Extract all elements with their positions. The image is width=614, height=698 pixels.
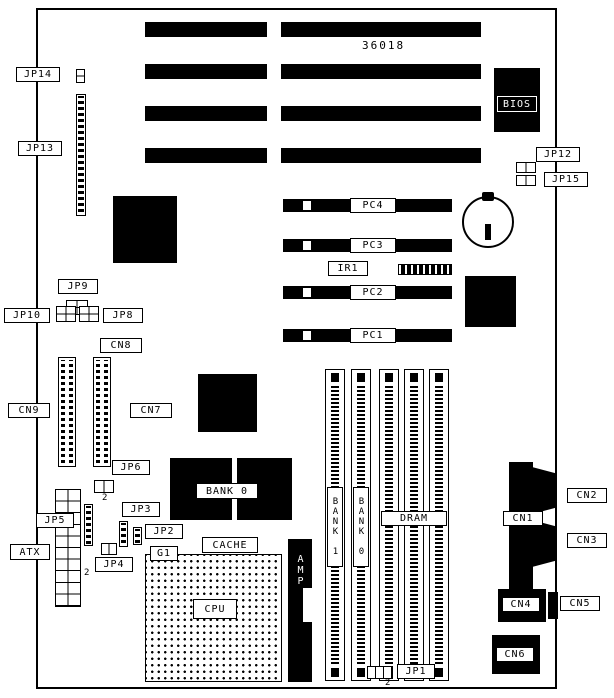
jp10-label: JP10 (4, 308, 50, 323)
cn2-label: CN2 (567, 488, 607, 503)
jp12-jumper (516, 162, 536, 173)
pci-slot-key (303, 201, 311, 210)
pc4-label: PC4 (350, 198, 396, 213)
bios-label: BIOS (497, 96, 537, 112)
atx-pin2-marker: 2 (84, 568, 90, 578)
atx-power-connector (55, 489, 81, 607)
jp1-label: JP1 (397, 664, 435, 679)
jp14-label: JP14 (16, 67, 60, 82)
cn9-label: CN9 (8, 403, 50, 418)
cache-label: CACHE (202, 537, 258, 553)
ir1-header (398, 264, 452, 275)
jp15-label: JP15 (544, 172, 588, 187)
isa-slot-1-left (145, 22, 267, 37)
chipset-chip-c (198, 374, 257, 432)
jp6-jumper (94, 480, 114, 493)
jp3-jumper (119, 521, 128, 547)
cn5-label: CN5 (560, 596, 600, 611)
chipset-chip-b (465, 276, 516, 327)
cache-bank0-label: BANK 0 (196, 483, 258, 499)
cn3-label: CN3 (567, 533, 607, 548)
cn7-label: CN7 (130, 403, 172, 418)
isa-slot-2-right (281, 64, 481, 79)
pc1-label: PC1 (350, 328, 396, 343)
pc3-label: PC3 (350, 238, 396, 253)
cn2-dsub-shell (532, 467, 557, 514)
bank0-slot-label: BANK 0 (353, 487, 369, 567)
jp9-label: JP9 (58, 279, 98, 294)
cn9-header (58, 357, 76, 467)
ir1-label: IR1 (328, 261, 368, 276)
jp2-jumper (133, 527, 142, 545)
jp4-jumper (101, 543, 117, 555)
cn1-label: CN1 (503, 511, 543, 526)
chipset-chip-a (113, 196, 177, 263)
jp14-jumper (76, 69, 85, 83)
cn6-label: CN6 (496, 647, 534, 662)
cn8-label: CN8 (100, 338, 142, 353)
isa-slot-3-left (145, 106, 267, 121)
cpu-label: CPU (193, 599, 237, 619)
atx-label: ATX (10, 544, 50, 560)
jp3-label: JP3 (122, 502, 160, 517)
cn4-label: CN4 (502, 597, 540, 612)
pci-slot-key (303, 288, 311, 297)
cn1-connector-body (509, 462, 533, 592)
amp-label: AMP (295, 553, 306, 587)
jp8-label: JP8 (103, 308, 143, 323)
jp13-label: JP13 (18, 141, 62, 156)
jp4-label: JP4 (95, 557, 133, 572)
part-number: 36018 (362, 39, 406, 52)
jp5-label: JP5 (36, 513, 74, 528)
bank1-slot-label: BANK 1 (327, 487, 343, 567)
battery-holder (462, 196, 514, 248)
isa-slot-4-right (281, 148, 481, 163)
pci-slot-key (303, 241, 311, 250)
jp2-label: JP2 (145, 524, 183, 539)
jp12-label: JP12 (536, 147, 580, 162)
isa-slot-1-right (281, 22, 481, 37)
isa-slot-3-right (281, 106, 481, 121)
jp6-pin2-marker: 2 (102, 493, 108, 503)
cn3-dsub-shell (532, 520, 557, 567)
battery-contact (485, 224, 491, 240)
jp8-jumper (79, 306, 99, 322)
g1-label: G1 (150, 546, 178, 561)
jp1-jumper (367, 666, 393, 679)
isa-slot-2-left (145, 64, 267, 79)
jp10-jumper (56, 306, 76, 322)
amp-notch (303, 588, 312, 622)
cn5-connector (548, 592, 558, 619)
jp1-pin2-marker: 2 (385, 678, 391, 688)
dram-label: DRAM (381, 511, 447, 526)
pci-slot-key (303, 331, 311, 340)
jp6-label: JP6 (112, 460, 150, 475)
jp15-jumper (516, 175, 536, 186)
cn7-header (93, 357, 111, 467)
jp13-header (76, 94, 86, 216)
pc2-label: PC2 (350, 285, 396, 300)
jp5-jumper (84, 504, 93, 546)
battery-clip (482, 192, 494, 201)
isa-slot-4-left (145, 148, 267, 163)
